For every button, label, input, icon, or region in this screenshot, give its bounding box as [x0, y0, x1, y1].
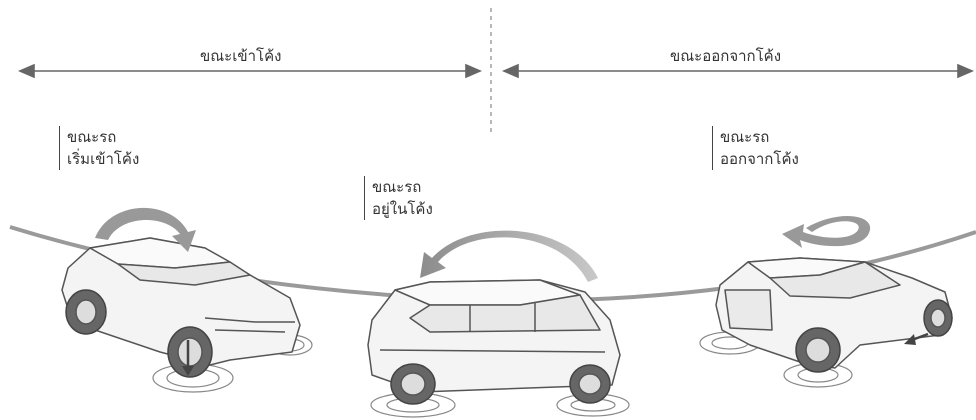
stage-middle-line2: อยู่ในโค้ง [372, 200, 433, 218]
phase-label-exiting: ขณะออกจากโค้ง [666, 44, 786, 68]
stage-exit-line1: ขณะรถ [720, 128, 770, 146]
rotation-arrow-middle [420, 230, 598, 282]
stage-middle-line1: ขณะรถ [372, 178, 422, 196]
stage-label-exit: ขณะรถ ออกจากโค้ง [712, 126, 799, 170]
stage-start-line1: ขณะรถ [67, 128, 117, 146]
car-middle [367, 279, 630, 418]
car-exiting [699, 257, 953, 388]
stage-label-start: ขณะรถ เริ่มเข้าโค้ง [59, 126, 139, 170]
exiting-range-arrow [501, 63, 975, 79]
stage-start-line2: เริ่มเข้าโค้ง [67, 150, 140, 168]
stage-label-middle: ขณะรถ อยู่ในโค้ง [364, 176, 433, 220]
rotation-arrow-entering [95, 207, 196, 252]
rotation-arrow-exiting [782, 216, 871, 248]
entering-range-arrow [17, 63, 483, 79]
car-entering [61, 237, 313, 393]
phase-label-entering: ขณะเข้าโค้ง [196, 44, 286, 68]
stage-exit-line2: ออกจากโค้ง [720, 150, 799, 168]
